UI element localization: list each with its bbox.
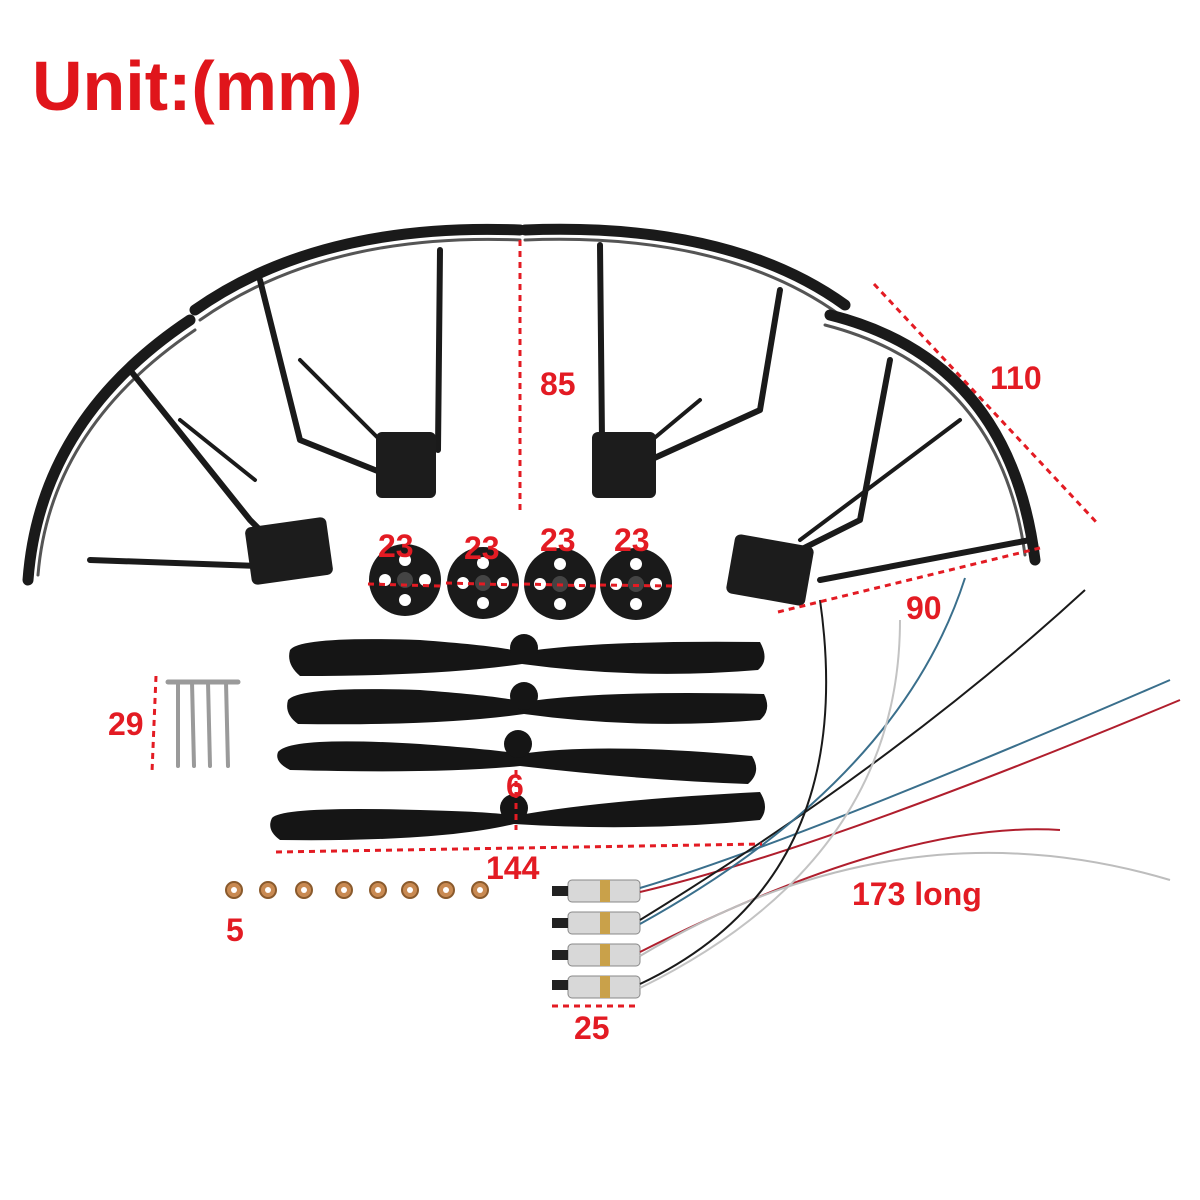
propeller-guards bbox=[22, 223, 1041, 586]
bearing-label: 5 bbox=[226, 912, 244, 948]
guard-height-label: 85 bbox=[540, 366, 576, 402]
propeller bbox=[270, 792, 765, 841]
pin bbox=[190, 680, 196, 768]
motor bbox=[552, 975, 641, 999]
propeller-guard bbox=[189, 223, 526, 483]
gear-1-label: 23 bbox=[378, 528, 414, 564]
pin bbox=[206, 680, 212, 768]
propeller-guard bbox=[777, 309, 1041, 583]
pins bbox=[165, 679, 241, 768]
prop-hub-label: 6 bbox=[506, 768, 524, 804]
motor-length-label: 25 bbox=[574, 1010, 610, 1046]
motor-wire-label: 173 long bbox=[852, 876, 982, 912]
prop-length-label: 144 bbox=[486, 850, 540, 886]
gear-4-label: 23 bbox=[614, 522, 650, 558]
propellers bbox=[270, 634, 768, 841]
motors bbox=[552, 879, 641, 999]
propeller bbox=[277, 730, 757, 784]
gear-2-label: 23 bbox=[464, 530, 500, 566]
gear-3-label: 23 bbox=[540, 522, 576, 558]
motor-wires bbox=[639, 577, 1181, 989]
pin-length-label: 29 bbox=[108, 706, 144, 742]
motor bbox=[552, 911, 641, 935]
propeller-guard bbox=[22, 314, 293, 586]
propeller-guard bbox=[519, 223, 851, 473]
guard-diagonal-label: 110 bbox=[990, 360, 1042, 396]
motor bbox=[552, 943, 641, 967]
dimension-lines bbox=[150, 240, 1100, 1008]
guard-mount-clips bbox=[245, 432, 814, 606]
motor bbox=[552, 879, 641, 903]
bearings bbox=[225, 881, 489, 899]
unit-title: Unit:(mm) bbox=[32, 47, 363, 125]
propeller bbox=[289, 634, 765, 676]
propeller bbox=[287, 682, 768, 725]
pin bbox=[224, 680, 230, 768]
guard-width-label: 90 bbox=[906, 590, 942, 626]
gear bbox=[369, 544, 441, 616]
